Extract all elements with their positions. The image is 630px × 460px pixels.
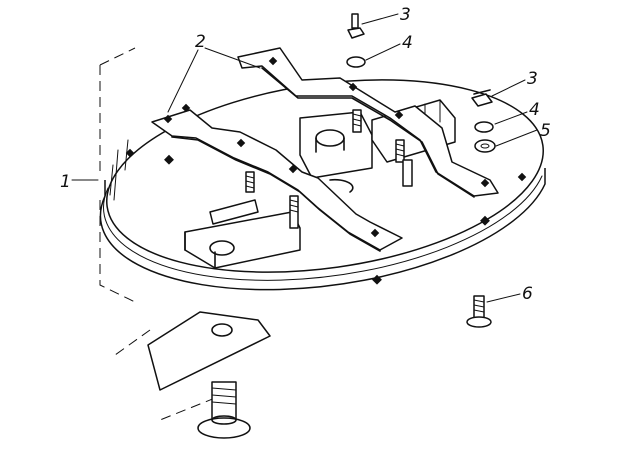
plate-studs (245, 109, 413, 229)
washer-upper (346, 56, 366, 68)
bolt-6 (466, 295, 492, 328)
label-part-3-right: 3 (527, 69, 538, 89)
label-part-4-right: 4 (529, 100, 540, 120)
label-part-6: 6 (522, 284, 533, 304)
washer-right (474, 121, 494, 133)
label-part-1: 1 (60, 172, 71, 192)
label-part-3-top: 3 (400, 5, 411, 25)
label-part-2: 2 (195, 32, 206, 52)
washer-right-lower (474, 139, 496, 153)
spring-strip-upper (237, 47, 499, 198)
leader-lines (71, 13, 538, 303)
label-part-4-top: 4 (402, 33, 413, 53)
spring-strip-lower (151, 109, 403, 252)
plate-holes (125, 52, 527, 285)
lower-bolt (197, 381, 251, 439)
label-part-5: 5 (540, 121, 551, 141)
part-labels: 1 2 3 4 3 4 5 6 (60, 5, 551, 304)
mounting-bracket (114, 311, 271, 421)
nut-right (471, 89, 493, 107)
nut-upper (347, 13, 365, 39)
part-1-bracket (99, 47, 136, 303)
